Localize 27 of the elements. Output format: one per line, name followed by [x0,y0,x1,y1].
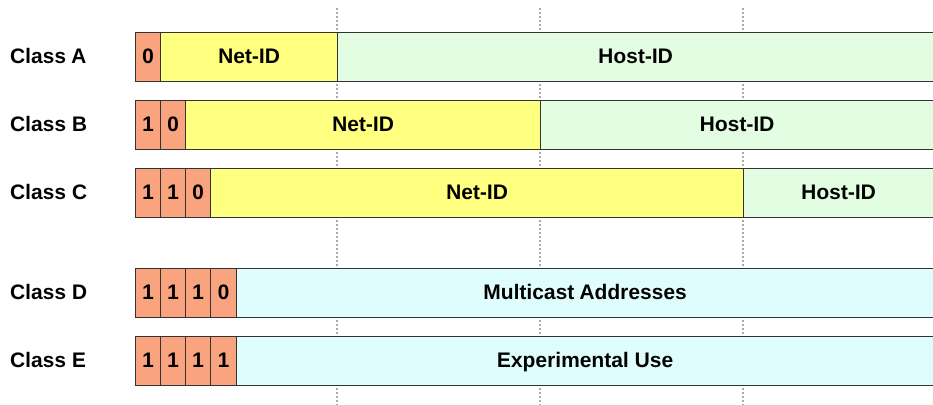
bit-cell: 1 [160,336,186,386]
field-cell: Experimental Use [236,336,933,386]
bit-cell: 1 [160,168,186,218]
bit-cell: 1 [185,336,211,386]
row-label: Class E [10,349,86,373]
field-cell: Host-ID [540,100,933,150]
field-cell: Host-ID [743,168,933,218]
bit-cell: 1 [160,268,186,318]
field-cell: Net-ID [210,168,744,218]
bit-cell: 1 [135,100,161,150]
bit-cell: 1 [210,336,237,386]
bit-cell: 1 [135,168,161,218]
field-cell: Net-ID [160,32,338,82]
bit-cell: 1 [135,268,161,318]
field-cell: Host-ID [337,32,933,82]
bit-cell: 0 [160,100,186,150]
row-label: Class B [10,113,88,137]
row-label: Class A [10,45,86,69]
bit-cell: 1 [185,268,211,318]
bit-cell: 1 [135,336,161,386]
field-cell: Net-ID [185,100,541,150]
row-label: Class C [10,181,88,205]
bit-cell: 0 [185,168,211,218]
row-label: Class D [10,281,88,305]
bit-cell: 0 [210,268,237,318]
bit-cell: 0 [135,32,161,82]
field-cell: Multicast Addresses [236,268,933,318]
